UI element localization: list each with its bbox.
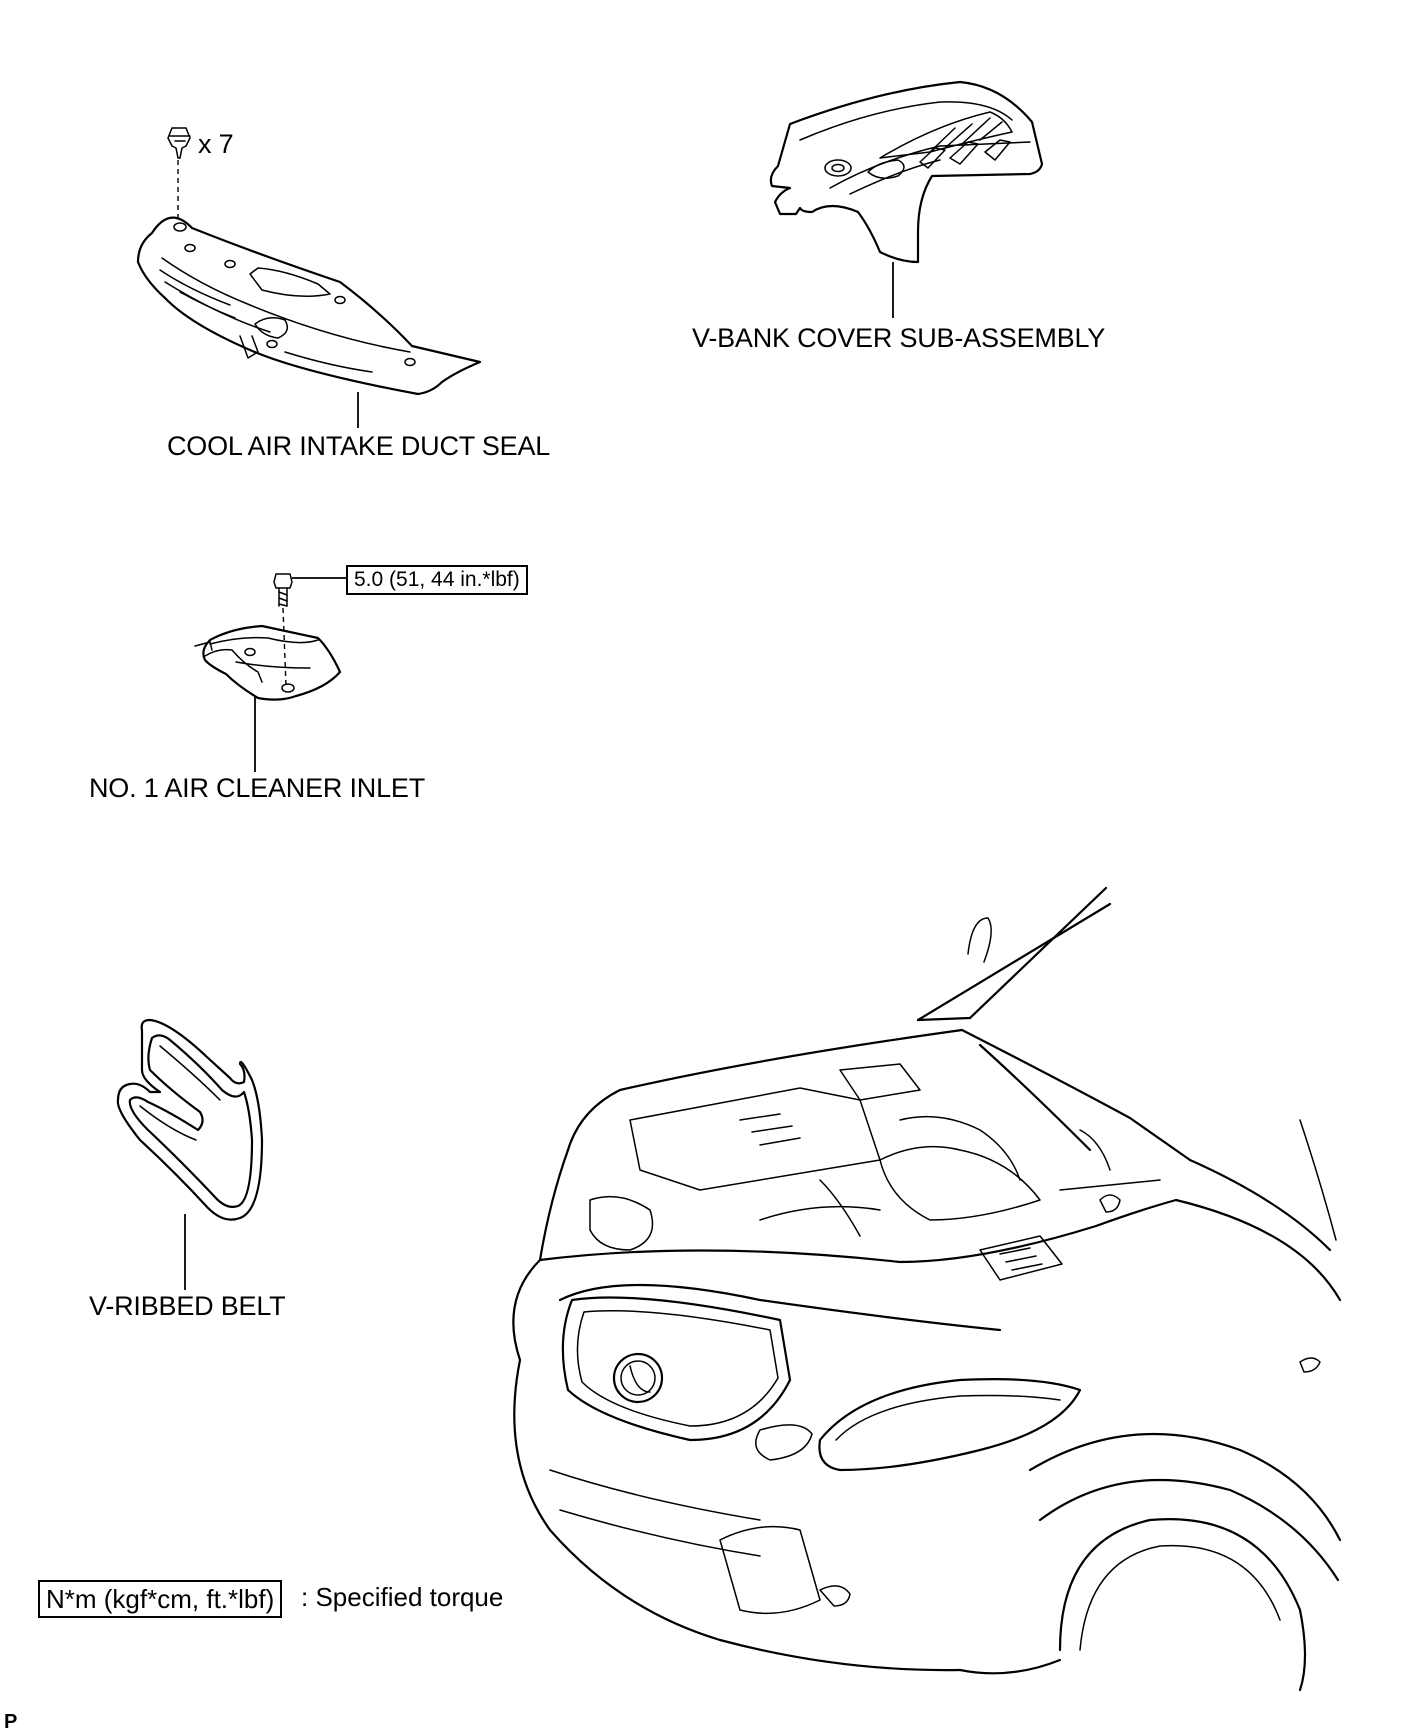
- v-bank-cover-label: V-BANK COVER SUB-ASSEMBLY: [692, 323, 1106, 353]
- clip-icon: [167, 127, 191, 159]
- torque-unit-legend-box: N*m (kgf*cm, ft.*lbf): [38, 1580, 283, 1618]
- no1-air-cleaner-inlet-part: [194, 624, 342, 701]
- cool-air-intake-duct-seal-label: COOL AIR INTAKE DUCT SEAL: [167, 431, 551, 461]
- svg-text:P: P: [4, 1711, 17, 1733]
- v-ribbed-belt-part: [116, 1018, 264, 1221]
- bolt-icon: [273, 573, 293, 607]
- no1-air-cleaner-inlet-label: NO. 1 AIR CLEANER INLET: [89, 773, 425, 803]
- torque-spec-box: 5.0 (51, 44 in.*lbf): [346, 565, 528, 595]
- v-ribbed-belt-label: V-RIBBED BELT: [89, 1291, 286, 1321]
- v-bank-cover-part: [769, 80, 1044, 264]
- corner-mark: P: [4, 1711, 17, 1733]
- torque-legend-description: : Specified torque: [301, 1582, 504, 1612]
- cool-air-intake-duct-seal-part: [136, 216, 482, 396]
- clip-quantity-label: x 7: [198, 129, 234, 159]
- bolt-guide-line: [282, 607, 287, 687]
- vehicle-front-illustration: [512, 886, 1342, 1692]
